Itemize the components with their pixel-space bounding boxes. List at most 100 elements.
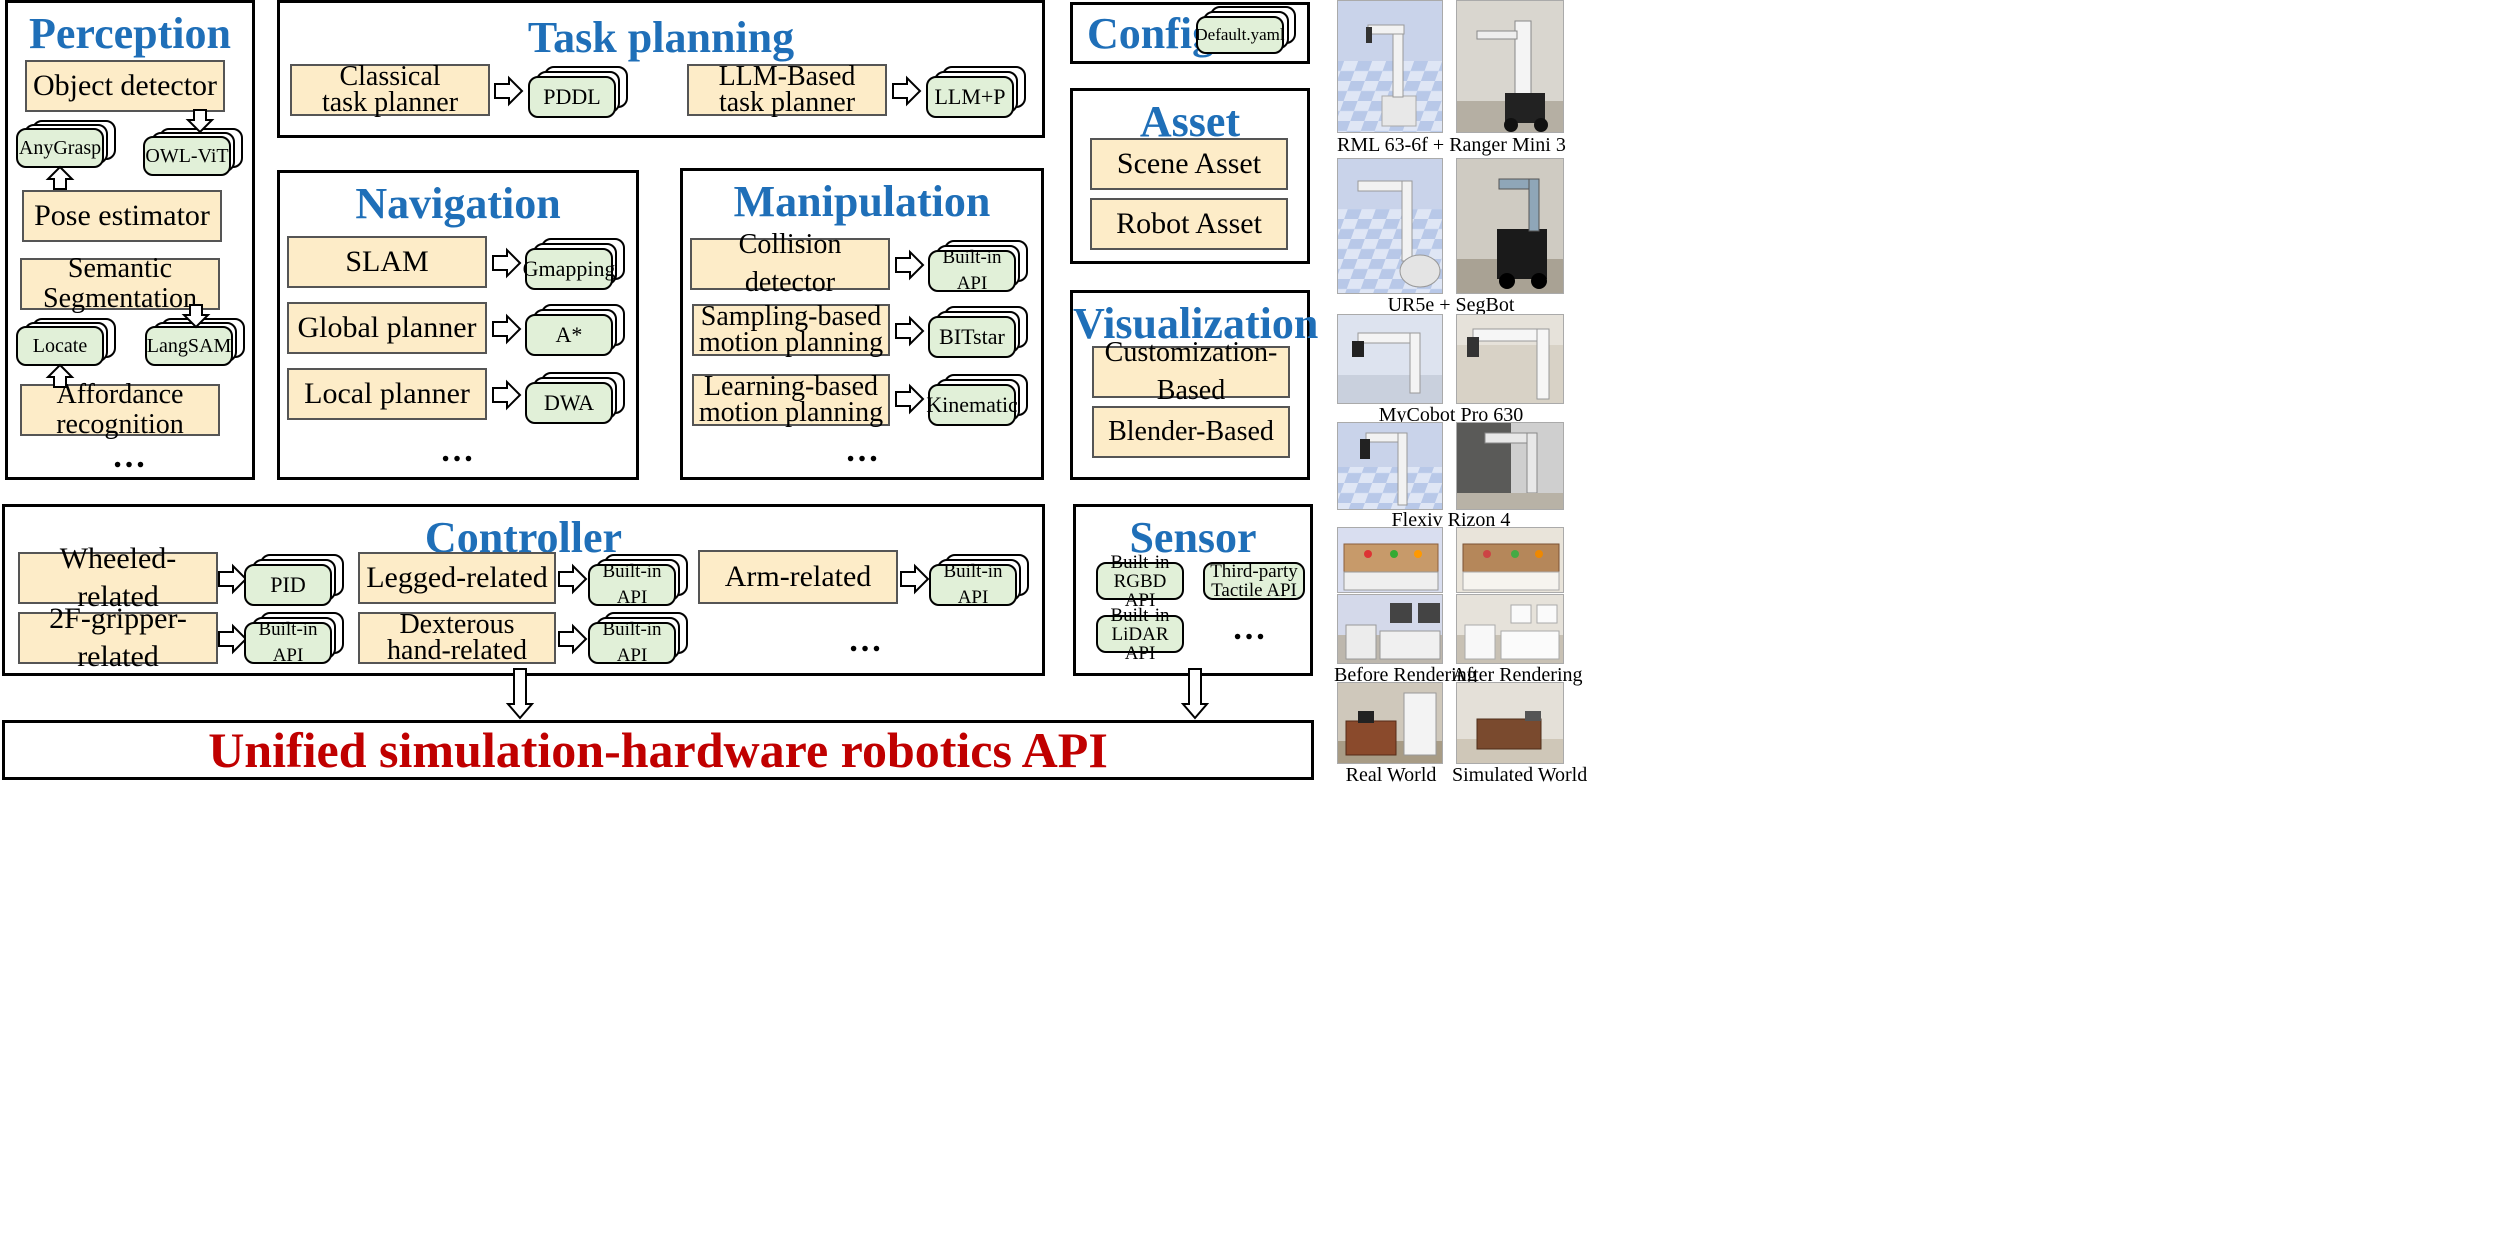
wheeled-related-box: Wheeled-related xyxy=(18,542,218,613)
caption-flexiv: Flexiv Rizon 4 xyxy=(1391,509,1511,531)
llm-planner-box: LLM-Based task planner xyxy=(687,63,887,117)
task-planning-title: Task planning xyxy=(527,13,795,62)
right-arrow-icon xyxy=(895,249,925,281)
right-arrow-icon xyxy=(218,563,248,595)
gmapping-stack: Gmapping xyxy=(523,238,627,290)
before-render-top xyxy=(1337,527,1443,593)
real-world-image xyxy=(1338,683,1442,763)
pddl-card: PDDL xyxy=(528,76,616,118)
arm-api-stack: Built-in API xyxy=(929,554,1031,608)
right-arrow-icon xyxy=(492,379,522,411)
sim-ur5e-photo xyxy=(1337,158,1443,294)
anygrasp-stack: AnyGrasp xyxy=(16,120,118,168)
collision-detector-box: Collision detector xyxy=(690,229,890,298)
right-arrow-icon xyxy=(492,313,522,345)
before-render-bottom xyxy=(1337,594,1443,664)
up-arrow-icon xyxy=(45,165,75,190)
real-world-photo xyxy=(1337,682,1443,764)
simulated-world-image xyxy=(1457,683,1563,763)
semantic-segmentation-box: Semantic Segmentation xyxy=(20,254,220,314)
gripper-related-box: 2F-gripper-related xyxy=(18,602,218,673)
real-scene-image xyxy=(1457,159,1563,293)
real-scene-image xyxy=(1457,423,1563,509)
sim-scene-image xyxy=(1338,159,1442,293)
kinematic-stack: Kinematic xyxy=(926,374,1030,426)
sim-mycobot-photo xyxy=(1337,314,1443,404)
legged-api-stack: Built-in API xyxy=(588,554,690,608)
bitstar-card: BITstar xyxy=(928,316,1016,358)
render-scene-image xyxy=(1457,595,1563,663)
unified-api-title: Unified simulation-hardware robotics API xyxy=(208,722,1108,778)
real-ur5e-photo xyxy=(1456,158,1564,294)
gripper-api-card: Built-in API xyxy=(244,619,332,666)
astar-card: A* xyxy=(525,314,613,356)
real-scene-image xyxy=(1457,1,1563,132)
navigation-title: Navigation xyxy=(355,179,561,228)
customization-based-box: Customization-Based xyxy=(1092,337,1290,406)
right-arrow-icon xyxy=(895,383,925,415)
down-arrow-icon xyxy=(181,304,211,329)
langsam-card: LangSAM xyxy=(145,326,233,366)
caption-rml: RML 63-6f + Ranger Mini 3 xyxy=(1337,134,1566,156)
right-arrow-icon xyxy=(218,623,248,655)
config-file-stack: Default.yaml xyxy=(1195,6,1298,56)
kinematic-card: Kinematic xyxy=(926,384,1018,426)
unified-api-banner: Unified simulation-hardware robotics API xyxy=(2,720,1314,780)
caption-ur5e: UR5e + SegBot xyxy=(1387,294,1515,316)
right-arrow-icon xyxy=(900,563,930,595)
dexterous-related-box: Dexterous hand-related xyxy=(358,611,556,665)
real-scene-image xyxy=(1457,315,1563,403)
after-render-bottom xyxy=(1456,594,1564,664)
caption-simulated-world: Simulated World xyxy=(1452,764,1588,786)
up-arrow-icon xyxy=(45,363,75,388)
pid-card: PID xyxy=(244,564,332,606)
sim-scene-image xyxy=(1338,1,1442,132)
anygrasp-card: AnyGrasp xyxy=(16,128,104,168)
local-planner-box: Local planner xyxy=(287,368,487,420)
right-arrow-icon xyxy=(558,623,588,655)
pid-stack: PID xyxy=(244,554,346,606)
navigation-ellipsis: … xyxy=(440,432,478,469)
right-arrow-icon xyxy=(494,75,524,107)
arm-related-box: Arm-related xyxy=(698,550,898,604)
perception-ellipsis: … xyxy=(112,438,150,475)
dwa-stack: DWA xyxy=(525,372,627,424)
manip-builtin-card: Built-in API xyxy=(928,247,1016,294)
asset-title: Asset xyxy=(1139,97,1241,146)
manip-builtin-stack: Built-in API xyxy=(928,240,1030,294)
global-planner-box: Global planner xyxy=(287,302,487,354)
owl-vit-card: OWL-ViT xyxy=(143,136,231,176)
classical-planner-box: Classical task planner xyxy=(290,63,490,117)
caption-before-render: Before Rendering xyxy=(1334,664,1477,686)
locate-card: Locate xyxy=(16,326,104,366)
real-flexiv-photo xyxy=(1456,422,1564,510)
render-scene-image xyxy=(1338,595,1442,663)
scene-asset-box: Scene Asset xyxy=(1090,138,1288,190)
llm-p-stack: LLM+P xyxy=(926,66,1028,118)
sim-scene-image xyxy=(1338,315,1442,403)
manipulation-title: Manipulation xyxy=(733,177,991,226)
affordance-recognition-box: Affordance recognition xyxy=(20,380,220,440)
sensor-ellipsis: … xyxy=(1232,610,1270,647)
legged-related-box: Legged-related xyxy=(358,552,556,604)
down-arrow-icon xyxy=(185,109,215,134)
sampling-planning-box: Sampling-based motion planning xyxy=(692,303,890,357)
render-scene-image xyxy=(1338,528,1442,592)
owl-vit-stack: OWL-ViT xyxy=(143,128,245,176)
controller-ellipsis: … xyxy=(848,622,886,659)
after-render-top xyxy=(1456,527,1564,593)
down-arrow-icon xyxy=(1180,668,1210,720)
llm-p-card: LLM+P xyxy=(926,76,1014,118)
sensor-title: Sensor xyxy=(1129,513,1257,562)
dexterous-api-stack: Built-in API xyxy=(588,612,690,666)
caption-after-render: After Rendering xyxy=(1452,664,1583,686)
legged-api-card: Built-in API xyxy=(588,561,676,608)
rgbd-api-box: Built-in RGBD API xyxy=(1096,553,1184,610)
locate-stack: Locate xyxy=(16,318,118,366)
perception-title: Perception xyxy=(28,9,232,58)
caption-mycobot: MyCobot Pro 630 xyxy=(1378,404,1524,426)
right-arrow-icon xyxy=(558,563,588,595)
config-title: Config xyxy=(1087,9,1215,58)
visualization-title: Visualization xyxy=(1073,299,1319,348)
dwa-card: DWA xyxy=(525,382,613,424)
